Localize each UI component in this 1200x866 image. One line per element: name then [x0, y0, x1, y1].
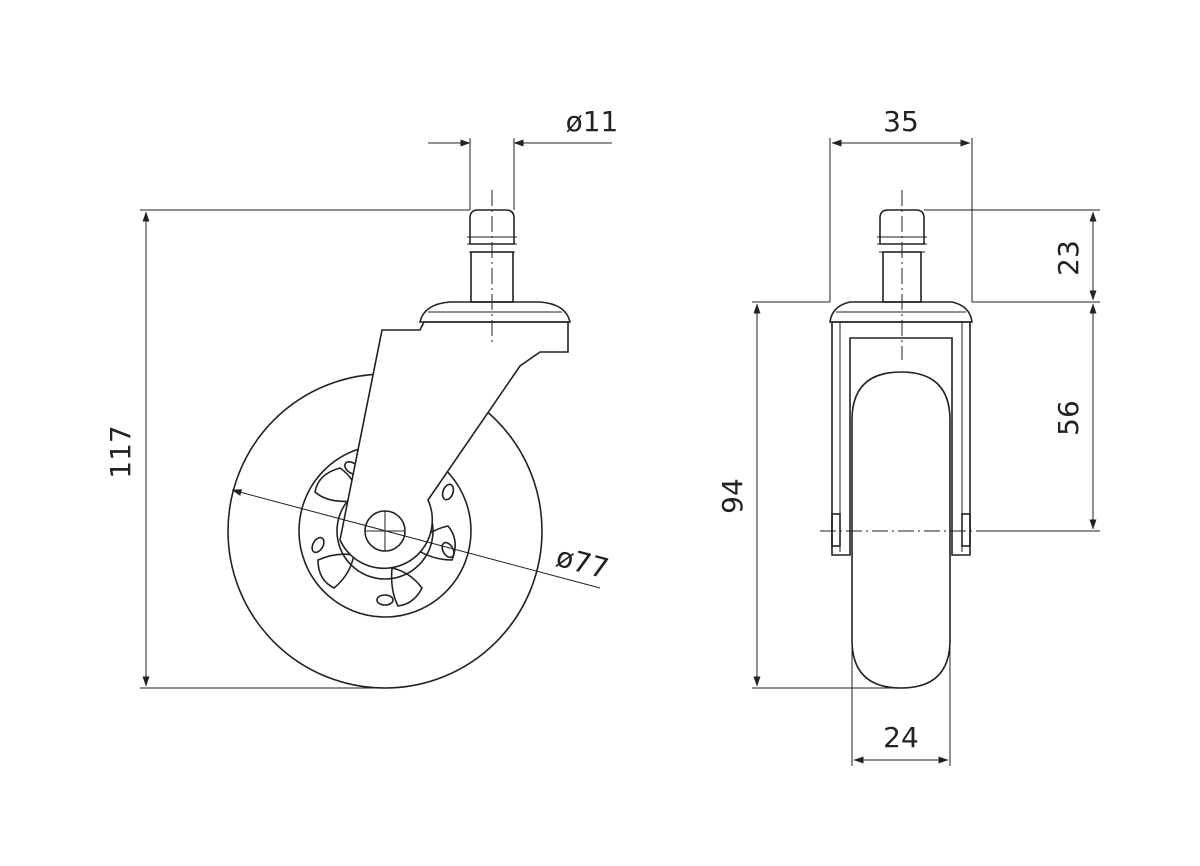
svg-text:35: 35 [883, 105, 919, 138]
dim-stem-height: 23 [924, 209, 1100, 303]
dim-stem-diameter: ø11 [428, 105, 618, 210]
svg-text:23: 23 [1052, 240, 1085, 276]
svg-text:ø77: ø77 [553, 540, 613, 586]
dim-overall-height: 117 [104, 209, 470, 689]
dim-offset-height: 56 [985, 303, 1100, 532]
fork-legs [831, 321, 971, 556]
dim-height-without-stem: 94 [716, 301, 901, 689]
wheel-front [851, 371, 951, 689]
svg-text:117: 117 [104, 425, 137, 478]
svg-text:ø11: ø11 [566, 105, 619, 138]
svg-text:24: 24 [883, 721, 919, 754]
top-plate [419, 301, 571, 323]
side-view: ø11 117 ø77 [104, 105, 618, 689]
top-plate-front [829, 301, 973, 323]
svg-text:94: 94 [716, 478, 749, 514]
dim-width: 35 [829, 105, 973, 302]
dim-wheel-width: 24 [851, 640, 951, 766]
front-view: 35 23 56 94 24 [716, 105, 1100, 766]
swivel-bracket [339, 321, 569, 570]
svg-text:56: 56 [1052, 400, 1085, 436]
